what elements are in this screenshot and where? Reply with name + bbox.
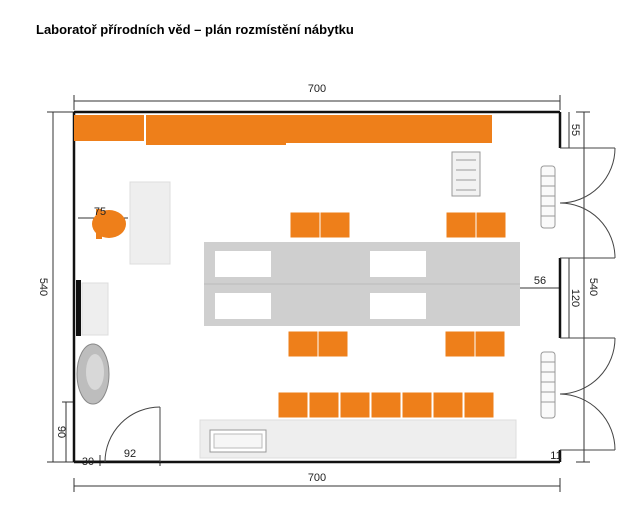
teacher-desk — [129, 181, 171, 265]
dim-top-width: 700 — [308, 83, 326, 95]
dim-corner-30: 30 — [82, 456, 94, 468]
dim-table-75: 75 — [94, 206, 106, 218]
dim-bottom-width: 700 — [308, 472, 326, 484]
dim-right-height: 540 — [587, 278, 599, 296]
lab-tables — [204, 242, 520, 326]
dim-left-height: 540 — [37, 278, 49, 296]
bottom-counter — [199, 419, 517, 459]
top-cabinets — [74, 115, 492, 145]
dim-offset-56: 56 — [534, 275, 546, 287]
dim-door-120: 120 — [569, 289, 581, 307]
round-table-chair — [92, 209, 126, 239]
chairs-bottom-row — [277, 391, 495, 419]
chairs-middle-row — [287, 330, 506, 358]
entrance-door — [104, 406, 161, 463]
sink-basin — [76, 343, 110, 405]
right-door-upper — [559, 147, 616, 259]
right-door-lower — [559, 337, 616, 451]
walls — [72, 110, 562, 464]
dim-door-92: 92 — [124, 448, 136, 460]
dim-corner-right-11: 11 — [550, 450, 561, 462]
wall-board — [76, 280, 109, 336]
shelf-rack — [451, 151, 481, 197]
page-title: Laboratoř přírodních věd – plán rozmístě… — [36, 22, 354, 37]
dim-corner-90: 90 — [55, 426, 67, 438]
radiator-top — [540, 165, 556, 229]
dim-right-55: 55 — [569, 124, 581, 136]
chairs-top-row — [289, 211, 507, 239]
radiator-bottom — [540, 351, 556, 419]
